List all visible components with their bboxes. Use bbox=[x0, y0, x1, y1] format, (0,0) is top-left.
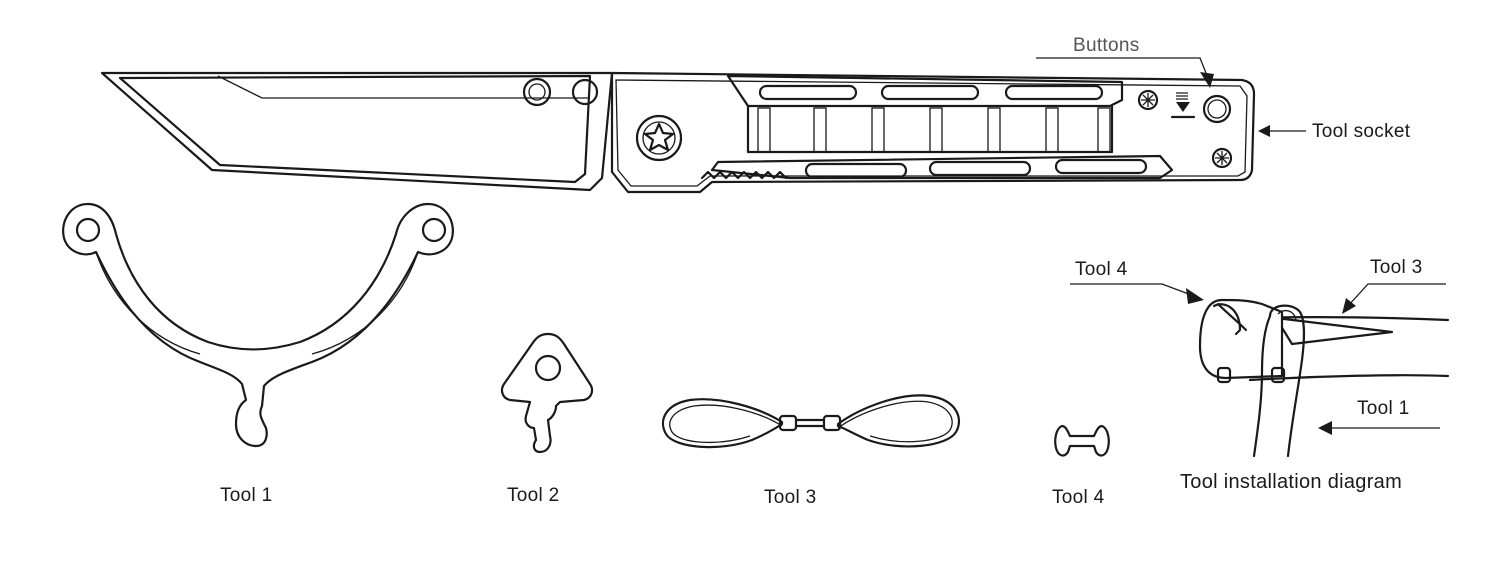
release-button bbox=[1202, 94, 1232, 124]
tool4-label: Tool 4 bbox=[1052, 487, 1105, 508]
install-tool4-callout bbox=[1070, 283, 1204, 304]
press-down-arrow-icon bbox=[1170, 92, 1196, 119]
screw-bottom-icon bbox=[1211, 147, 1233, 169]
tool4-shape bbox=[1054, 424, 1110, 457]
tool1-shape bbox=[62, 202, 454, 448]
tool2-shape bbox=[500, 332, 594, 454]
tool3-shape bbox=[661, 394, 961, 449]
buttons-callout bbox=[1036, 57, 1214, 88]
buttons-label: Buttons bbox=[1073, 35, 1140, 56]
installation-diagram bbox=[1198, 298, 1450, 458]
tool-socket-callout bbox=[1258, 125, 1306, 137]
knife-blade bbox=[100, 71, 614, 192]
tool-socket-label: Tool socket bbox=[1312, 121, 1411, 142]
install-tool1-callout bbox=[1318, 421, 1440, 435]
install-tool3-label: Tool 3 bbox=[1370, 257, 1423, 278]
install-tool3-callout bbox=[1342, 283, 1446, 314]
pivot-star-icon bbox=[635, 114, 683, 162]
tool3-label: Tool 3 bbox=[764, 487, 817, 508]
tool1-label: Tool 1 bbox=[220, 485, 273, 506]
knife-handle bbox=[610, 71, 1256, 194]
knife bbox=[100, 71, 1256, 194]
jimping bbox=[700, 170, 788, 180]
install-tool1-label: Tool 1 bbox=[1357, 398, 1410, 419]
handle-ribs bbox=[757, 107, 1111, 153]
install-caption: Tool installation diagram bbox=[1180, 471, 1403, 493]
install-tool4-label: Tool 4 bbox=[1075, 259, 1128, 280]
screw-top-icon bbox=[1137, 89, 1159, 111]
tool2-label: Tool 2 bbox=[507, 485, 560, 506]
